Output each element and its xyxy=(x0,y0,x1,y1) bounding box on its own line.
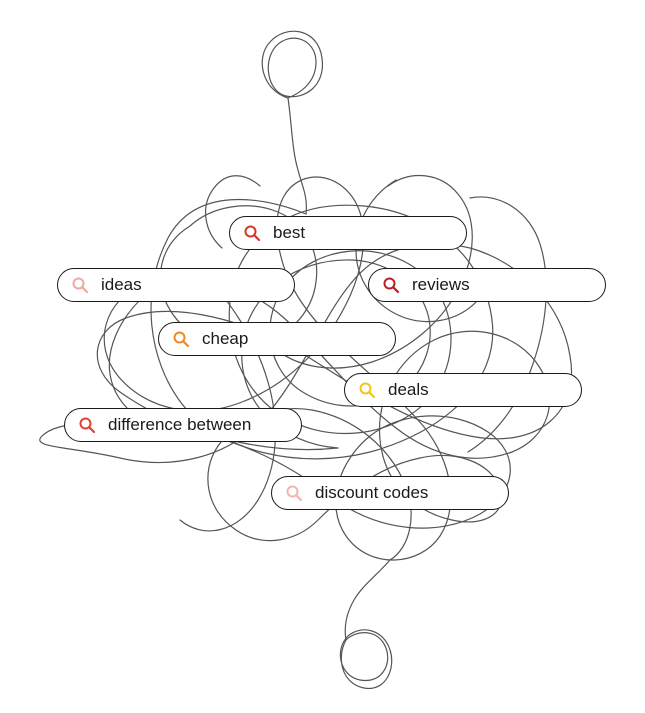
bottom-string xyxy=(344,559,391,641)
tangle-stroke-20 xyxy=(179,269,277,532)
search-pill-label: best xyxy=(273,223,306,242)
top-string xyxy=(287,97,307,215)
search-pill-label: discount codes xyxy=(315,483,429,502)
top-loop xyxy=(261,30,324,99)
search-pill-label: cheap xyxy=(202,329,249,348)
tangle-stroke-19 xyxy=(355,179,479,323)
search-pill-label: deals xyxy=(388,380,429,399)
tangle-stroke-21 xyxy=(205,175,261,249)
search-pill-label: difference between xyxy=(108,415,252,434)
search-pill-deals[interactable]: deals xyxy=(344,373,582,407)
search-pill-reviews[interactable]: reviews xyxy=(368,268,606,302)
search-icon xyxy=(286,485,303,502)
tangle-stroke-17 xyxy=(467,196,547,453)
tangle-stroke-13 xyxy=(207,445,501,542)
search-icon xyxy=(244,225,261,242)
search-pill-cheap[interactable]: cheap xyxy=(158,322,396,356)
bottom-loop xyxy=(339,629,393,689)
search-pill-discount-codes[interactable]: discount codes xyxy=(271,476,509,510)
search-pill-label: reviews xyxy=(412,275,470,294)
search-pill-difference-between[interactable]: difference between xyxy=(64,408,302,442)
search-icon xyxy=(173,331,190,348)
search-icon xyxy=(383,277,400,294)
search-icon xyxy=(79,417,96,434)
search-pill-best[interactable]: best xyxy=(229,216,467,250)
search-icon xyxy=(359,382,376,399)
search-icon xyxy=(72,277,89,294)
search-pill-label: ideas xyxy=(101,275,142,294)
search-pill-ideas[interactable]: ideas xyxy=(57,268,295,302)
tangle-stroke-7 xyxy=(329,415,511,529)
